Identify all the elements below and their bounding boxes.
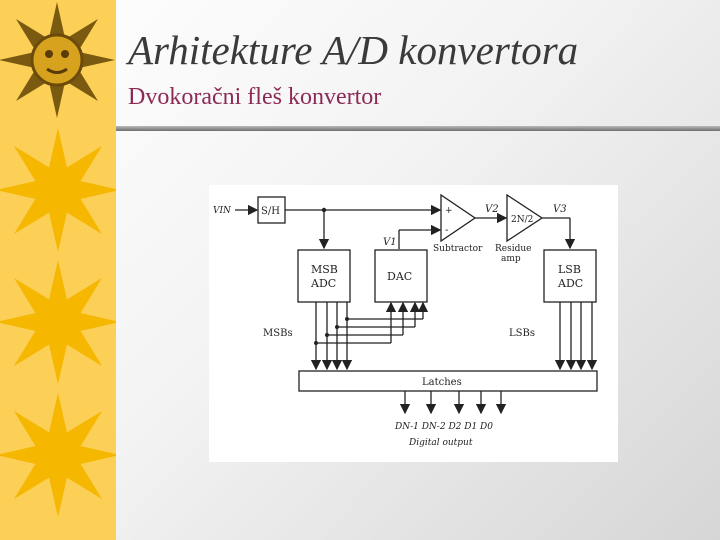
sun-icon bbox=[0, 260, 116, 384]
msb-adc-label-bottom: ADC bbox=[310, 277, 336, 290]
v3-label: V3 bbox=[553, 204, 567, 215]
residue-amp-block bbox=[506, 193, 544, 243]
amp-label: amp bbox=[501, 254, 521, 264]
subtractor-block bbox=[440, 193, 477, 243]
two-step-flash-adc-diagram: VIN S/H + - V1 V2 V3 2N/2 Subtractor Res… bbox=[209, 185, 618, 462]
subtractor-label: Subtractor bbox=[433, 244, 483, 254]
residue-label: Residue bbox=[495, 244, 531, 254]
sun-icon bbox=[0, 128, 116, 252]
msb-adc-block bbox=[297, 249, 351, 303]
latches-label: Latches bbox=[422, 377, 462, 388]
title-divider bbox=[116, 126, 720, 131]
lsb-adc-label-top: LSB bbox=[558, 263, 581, 276]
lsbs-label: LSBs bbox=[509, 328, 535, 339]
decorative-sun-strip bbox=[0, 0, 116, 540]
v1-label: V1 bbox=[383, 237, 397, 248]
digital-output-label: Digital output bbox=[408, 438, 473, 448]
plus-sign: + bbox=[445, 206, 453, 216]
msbs-label: MSBs bbox=[263, 328, 293, 339]
minus-sign: - bbox=[445, 225, 448, 236]
v2-label: V2 bbox=[485, 204, 499, 215]
msb-adc-label-top: MSB bbox=[311, 263, 338, 276]
output-bits-label: DN-1 DN-2 D2 D1 D0 bbox=[394, 422, 493, 432]
vin-label: VIN bbox=[213, 206, 232, 216]
gain-label: 2N/2 bbox=[511, 215, 533, 225]
sun-icon bbox=[0, 2, 115, 118]
sh-label: S/H bbox=[261, 206, 280, 217]
slide-subtitle: Dvokoračni fleš konvertor bbox=[128, 84, 382, 110]
latches-block bbox=[298, 370, 598, 392]
dac-label: DAC bbox=[387, 270, 412, 283]
lsb-adc-label-bottom: ADC bbox=[557, 277, 583, 290]
lsb-adc-block bbox=[543, 249, 597, 303]
slide-title: Arhitekture A/D konvertora bbox=[128, 27, 579, 73]
sun-icon bbox=[0, 393, 116, 517]
